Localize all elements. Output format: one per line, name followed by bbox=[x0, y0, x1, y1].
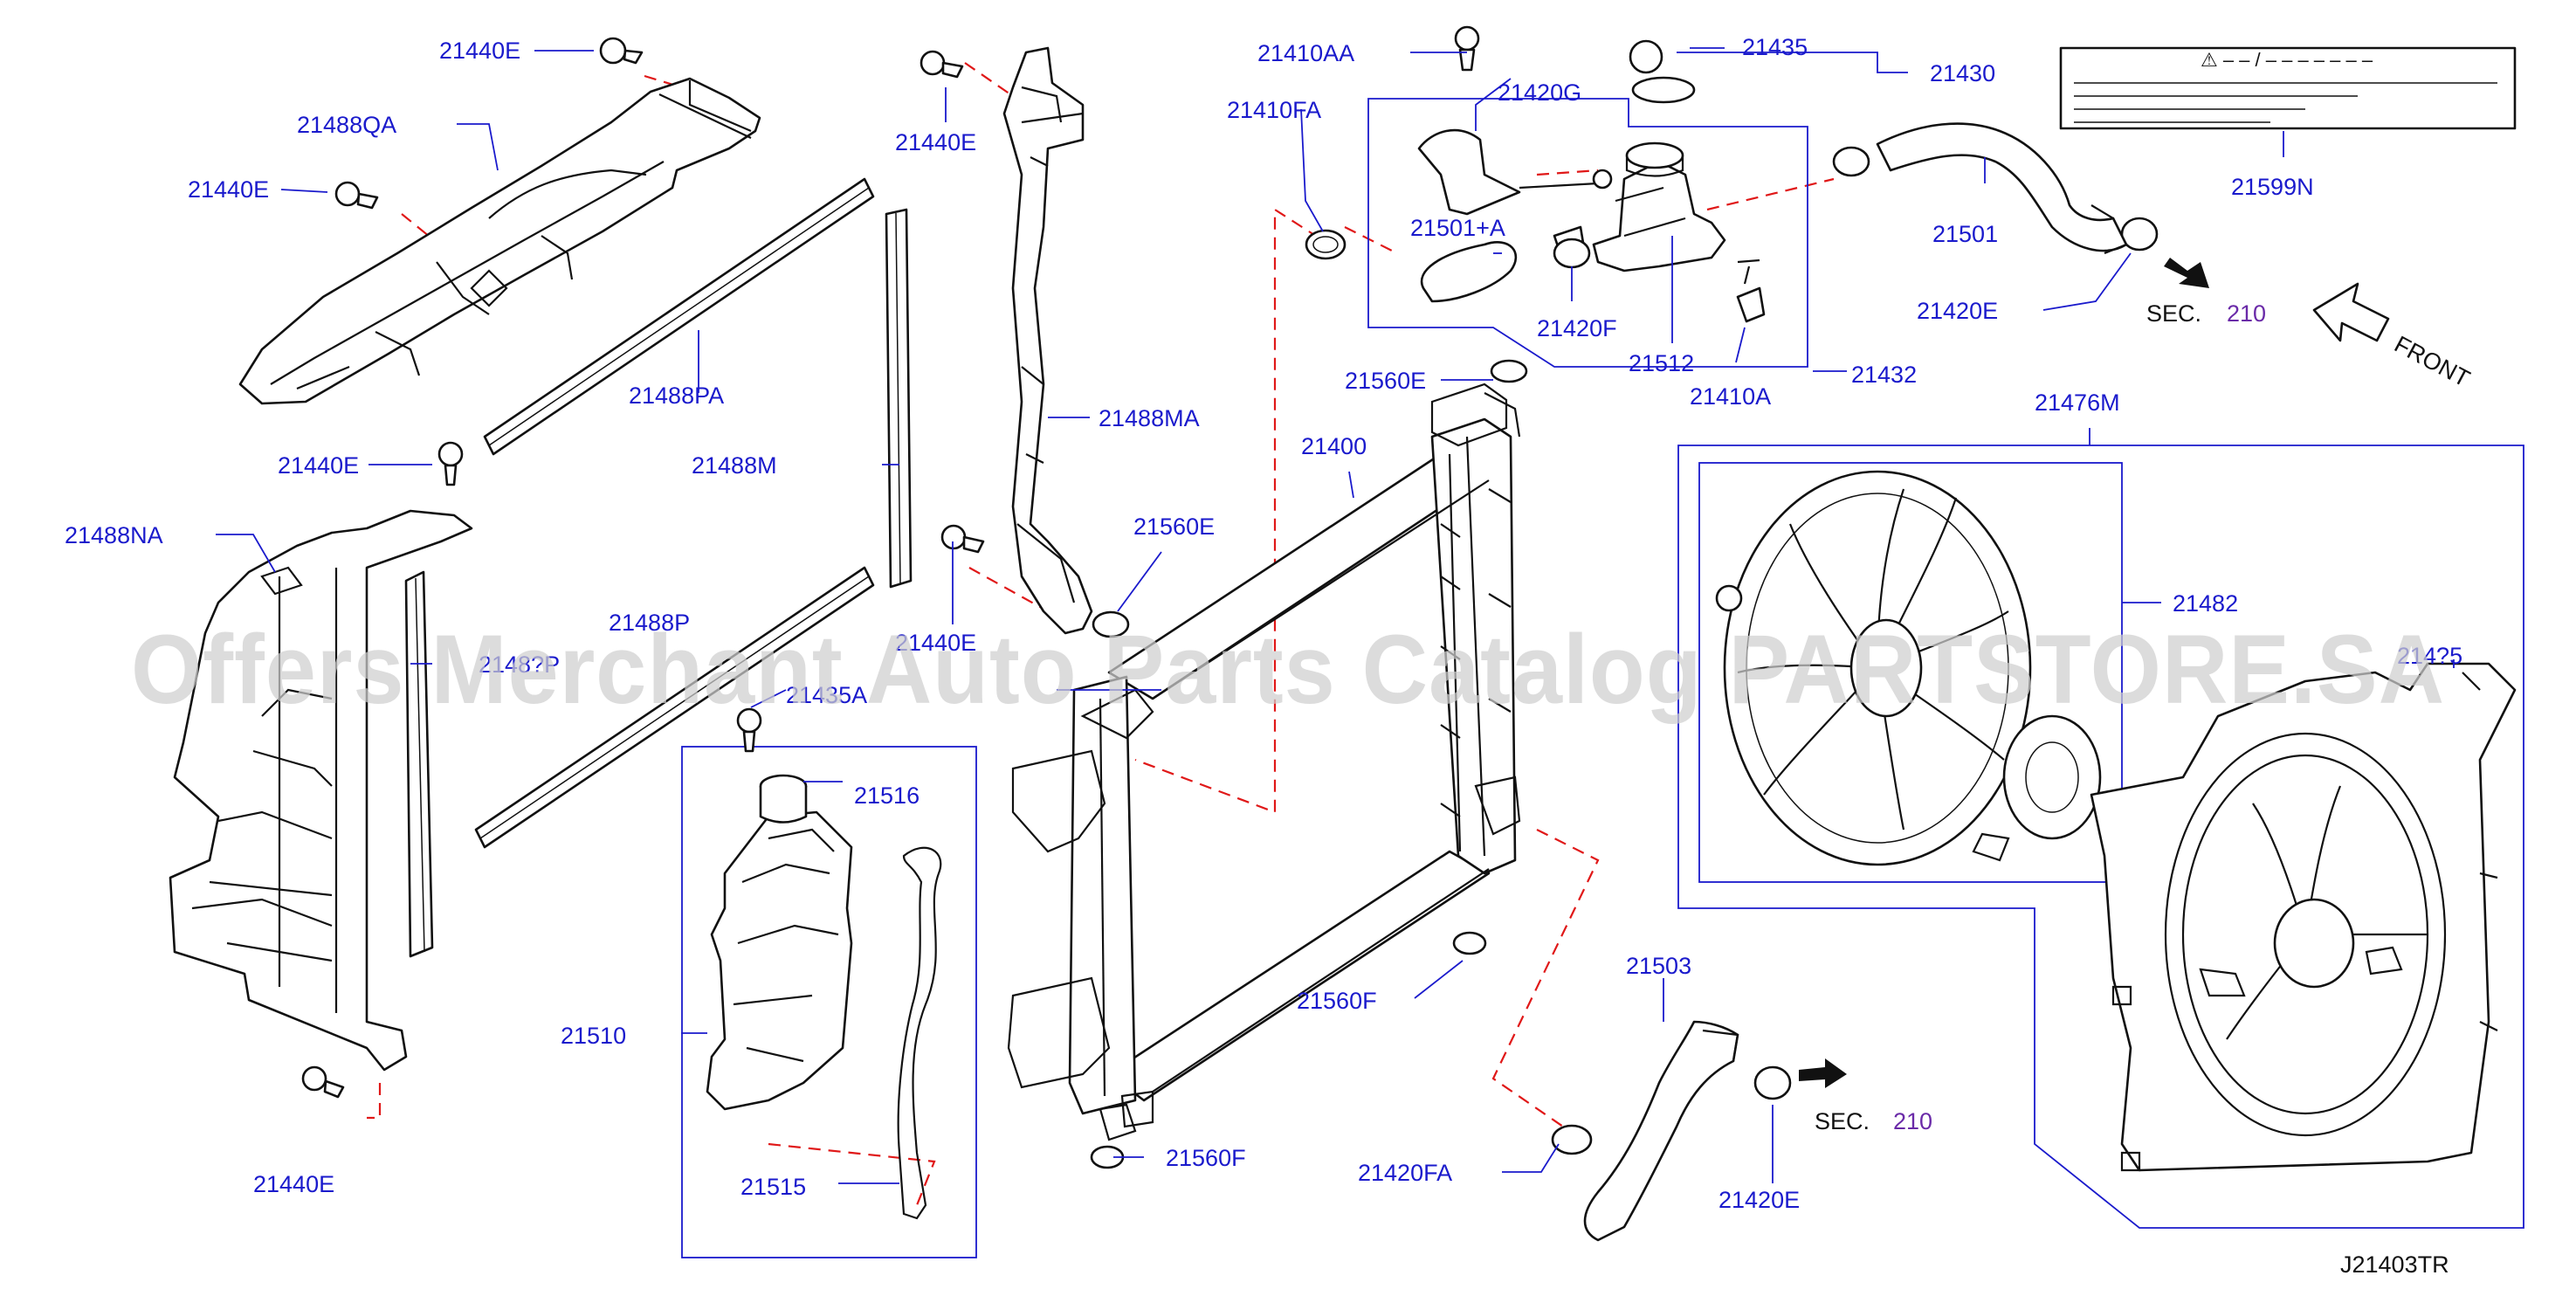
callout: 21488NA bbox=[65, 522, 163, 548]
seal-vertical-left bbox=[404, 570, 434, 958]
callout: 21400 bbox=[1301, 433, 1367, 459]
callout: 21440E bbox=[895, 630, 976, 656]
callout: 21435A bbox=[786, 682, 867, 708]
front-arrow: FRONT bbox=[2312, 282, 2474, 392]
callout-labels: 21440E 21488QA 21440E 21440E 21488NA 214… bbox=[65, 34, 2462, 1278]
callout: 21560E bbox=[1133, 514, 1215, 540]
callout: 21503 bbox=[1626, 953, 1691, 979]
caution-label-21599N: ⚠ – – / – – – – – – – bbox=[2059, 46, 2517, 130]
callout: 21440E bbox=[895, 129, 976, 155]
upper-hose-21501 bbox=[1876, 122, 2128, 255]
callout: 2148?P bbox=[479, 651, 560, 678]
callout: 21488P bbox=[609, 610, 690, 636]
reservoir-tank-21510 bbox=[681, 746, 977, 1258]
air-guide-left-21488NA bbox=[169, 509, 473, 1072]
callout: 21488PA bbox=[629, 383, 724, 409]
callout: 21560E bbox=[1345, 368, 1426, 394]
callout: 21516 bbox=[854, 782, 920, 809]
callout: 21515 bbox=[740, 1174, 806, 1200]
callout: 21440E bbox=[253, 1171, 334, 1197]
air-guide-upper-21488QA bbox=[238, 77, 761, 405]
section-arrow-icon bbox=[2164, 258, 2209, 288]
clamps-and-bolts bbox=[301, 25, 2159, 1169]
lower-hose-21503 bbox=[1583, 1020, 1739, 1242]
fan-assembly bbox=[1677, 445, 2524, 1229]
callout: 21420FA bbox=[1358, 1160, 1452, 1186]
section-refs: SEC. 210 SEC. 210 bbox=[1799, 258, 2266, 1134]
callout: 21488M bbox=[692, 452, 777, 479]
watermark-text: Offers Merchant Auto Parts Catalog PARTS… bbox=[131, 615, 2445, 724]
callout: 21420F bbox=[1537, 315, 1617, 341]
callout: 21420E bbox=[1718, 1187, 1800, 1213]
front-label: FRONT bbox=[2390, 331, 2474, 392]
callout: 21560F bbox=[1166, 1145, 1246, 1171]
callout: 21501+A bbox=[1410, 215, 1505, 241]
callout: 214?5 bbox=[2397, 643, 2462, 669]
callout: 21476M bbox=[2035, 389, 2120, 416]
figure-id: J21403TR bbox=[2340, 1251, 2449, 1278]
sec-number-top: 210 bbox=[2227, 300, 2266, 327]
label-box-title: ⚠ – – / – – – – – – – bbox=[2201, 49, 2373, 71]
section-arrow-icon bbox=[1799, 1058, 1847, 1088]
callout: 21482 bbox=[2173, 590, 2238, 617]
callout: 21420E bbox=[1917, 298, 1998, 324]
callout: 21432 bbox=[1851, 362, 1917, 388]
callout: 21410FA bbox=[1227, 97, 1321, 123]
callout: 21510 bbox=[561, 1023, 626, 1049]
callout: 21488MA bbox=[1099, 405, 1200, 431]
callout: 21420G bbox=[1498, 79, 1581, 106]
callout: 21410A bbox=[1690, 383, 1771, 410]
callout: 21599N bbox=[2231, 174, 2314, 200]
sec-prefix-top: SEC. bbox=[2146, 300, 2201, 327]
callout: 21488QA bbox=[297, 112, 396, 138]
sec-prefix-bottom: SEC. bbox=[1815, 1108, 1870, 1134]
callout-leaders bbox=[216, 47, 2455, 1184]
radiator-21400 bbox=[1007, 383, 1521, 1141]
callout: 21440E bbox=[278, 452, 359, 479]
sec-number-bottom: 210 bbox=[1893, 1108, 1932, 1134]
callout: 21512 bbox=[1629, 350, 1694, 376]
callout: 21430 bbox=[1930, 60, 1995, 86]
callout: 21435 bbox=[1742, 34, 1808, 60]
callout: 21440E bbox=[439, 38, 520, 64]
callout: 21410AA bbox=[1257, 40, 1354, 66]
seal-strips bbox=[474, 177, 913, 849]
callout: 21501 bbox=[1932, 221, 1998, 247]
callout: 21440E bbox=[188, 176, 269, 203]
air-guide-right-21488MA bbox=[1002, 46, 1093, 635]
callout: 21560F bbox=[1297, 988, 1377, 1014]
